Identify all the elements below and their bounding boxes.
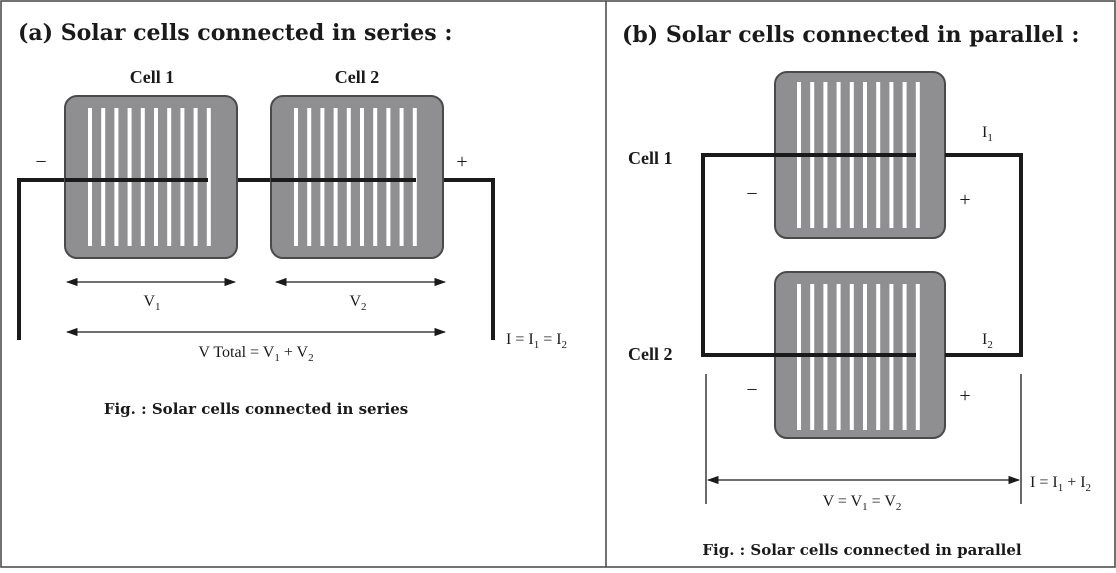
cell-stripe [294, 108, 298, 246]
series-v1-label: V1 [143, 293, 160, 313]
cell-stripe [412, 108, 417, 246]
series-vtotal-label: V Total = V1 + V2 [198, 344, 313, 364]
cell-stripe [373, 108, 378, 246]
cell-stripe [320, 108, 325, 246]
cell-stripe [101, 108, 106, 246]
panel-parallel: (b) Solar cells connected in parallel : … [622, 22, 1091, 559]
series-cell2-label: Cell 2 [335, 67, 380, 87]
parallel-cell2-plus: + [959, 385, 970, 407]
parallel-i1-label: I1 [982, 124, 993, 144]
panel-series: (a) Solar cells connected in series : Ce… [17, 20, 567, 418]
cell-stripe [346, 108, 351, 246]
cell-stripe [167, 108, 172, 246]
parallel-voltage-label: V = V1 = V2 [823, 493, 902, 513]
parallel-cell2-minus: − [746, 379, 757, 401]
parallel-cell2-label: Cell 2 [628, 344, 673, 364]
cell-stripe [360, 108, 364, 246]
series-cell1-label: Cell 1 [130, 67, 175, 87]
cell-stripe [915, 284, 920, 430]
cell-stripe [333, 108, 338, 246]
parallel-caption: Fig. : Solar cells connected in parallel [702, 541, 1022, 559]
cell-stripe [127, 108, 132, 246]
series-cell1-stripes [88, 108, 211, 246]
cell-stripe [140, 108, 145, 246]
cell-stripe [114, 108, 119, 246]
series-v2-label: V2 [349, 293, 366, 313]
series-cell-2 [270, 95, 444, 259]
cell-stripe [386, 108, 391, 246]
series-plus-sign: + [456, 151, 467, 173]
cell-stripe [193, 108, 198, 246]
cell-stripe [307, 108, 312, 246]
cell-stripe [88, 108, 92, 246]
parallel-cell1-minus: − [746, 183, 757, 205]
parallel-cell1-plus: + [959, 189, 970, 211]
parallel-cell1-label: Cell 1 [628, 148, 673, 168]
series-wire [17, 178, 495, 340]
cell-stripe [154, 108, 158, 246]
cell-stripe [915, 82, 920, 228]
series-current-label: I = I1 = I2 [506, 331, 567, 351]
series-heading: (a) Solar cells connected in series : [18, 20, 452, 46]
series-minus-sign: − [35, 151, 46, 173]
series-cell2-stripes [294, 108, 417, 246]
cell-stripe [206, 108, 211, 246]
parallel-i2-label: I2 [982, 331, 993, 351]
parallel-heading: (b) Solar cells connected in parallel : [622, 22, 1079, 48]
series-cell-1 [64, 95, 238, 259]
cell-stripe [399, 108, 404, 246]
series-caption: Fig. : Solar cells connected in series [104, 400, 408, 418]
cell-stripe [180, 108, 185, 246]
parallel-current-label: I = I1 + I2 [1030, 474, 1091, 494]
